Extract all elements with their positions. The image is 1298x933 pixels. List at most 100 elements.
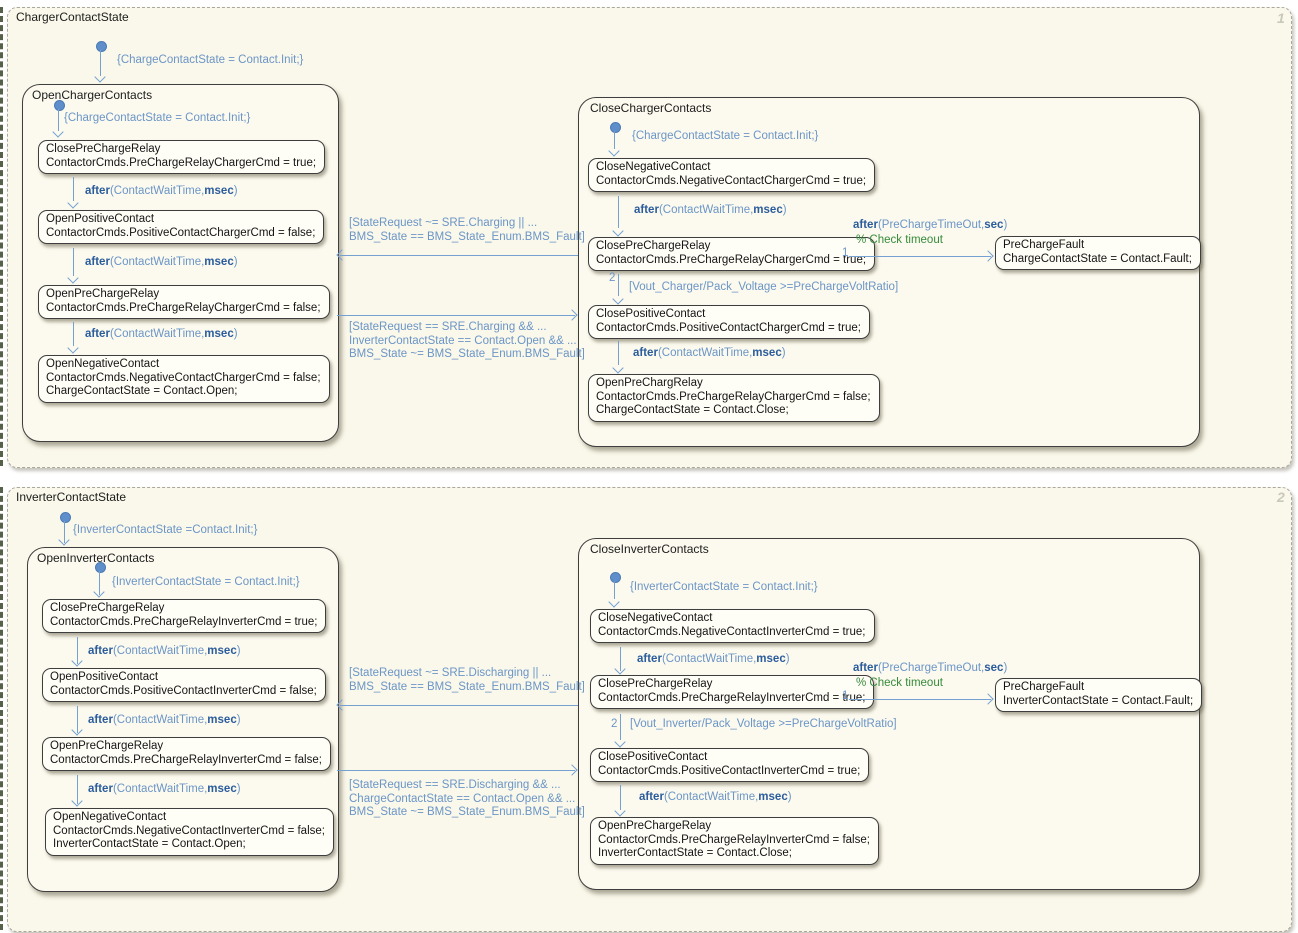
transition-line[interactable] bbox=[77, 775, 79, 804]
after-args: (ContactWaitTime, bbox=[658, 204, 754, 216]
default-transition-line[interactable] bbox=[614, 131, 616, 149]
transition-label-after[interactable]: after(ContactWaitTime,msec) bbox=[85, 256, 238, 270]
after-keyword: after bbox=[637, 653, 662, 665]
default-transition-dot[interactable] bbox=[54, 100, 65, 111]
state-precharge-fault[interactable]: PreChargeFault InverterContactState = Co… bbox=[995, 678, 1203, 712]
state-title: ClosePreChargeRelay bbox=[50, 602, 165, 614]
default-transition-action[interactable]: {InverterContactState =Contact.Init;} bbox=[73, 524, 258, 536]
default-transition-line[interactable] bbox=[614, 581, 616, 599]
subchart-title[interactable]: ChargerContactState bbox=[16, 10, 129, 24]
after-unit: msec bbox=[756, 653, 786, 665]
transition-line-to-close[interactable] bbox=[337, 315, 575, 317]
transition-condition-voltage[interactable]: [Vout_Charger/Pack_Voltage >=PreChargeVo… bbox=[629, 281, 899, 293]
state-precharge-fault[interactable]: PreChargeFault ChargeContactState = Cont… bbox=[995, 236, 1201, 270]
default-transition-action[interactable]: {InverterContactState = Contact.Init;} bbox=[112, 576, 300, 588]
transition-label-after[interactable]: after(ContactWaitTime,msec) bbox=[85, 185, 238, 199]
transition-comment[interactable]: % Check timeout bbox=[856, 677, 943, 689]
transition-line[interactable] bbox=[77, 706, 79, 733]
state-action: ContactorCmds.PreChargeRelayInverterCmd … bbox=[598, 691, 866, 704]
state-close-positive-contact[interactable]: ClosePositiveContact ContactorCmds.Posit… bbox=[590, 748, 870, 782]
transition-line-to-open[interactable] bbox=[340, 255, 578, 257]
transition-label-after[interactable]: after(ContactWaitTime,msec) bbox=[634, 204, 787, 218]
default-transition-action[interactable]: {ChargeContactState = Contact.Init;} bbox=[117, 54, 304, 66]
state-title: CloseChargerContacts bbox=[590, 101, 712, 115]
state-close-precharge-relay[interactable]: ClosePreChargeRelay ContactorCmds.PreCha… bbox=[588, 237, 876, 271]
transition-line[interactable] bbox=[73, 248, 75, 276]
after-close: ) bbox=[236, 714, 241, 726]
transition-order-number[interactable]: 1 bbox=[842, 247, 849, 259]
after-close: ) bbox=[233, 256, 238, 268]
state-open-precharge-relay[interactable]: OpenPreChargeRelay ContactorCmds.PreChar… bbox=[38, 285, 330, 319]
state-title: PreChargeFault bbox=[1003, 239, 1085, 251]
state-title: ClosePositiveContact bbox=[598, 751, 708, 763]
transition-line[interactable] bbox=[73, 322, 75, 346]
transition-comment[interactable]: % Check timeout bbox=[856, 234, 943, 246]
transition-line[interactable] bbox=[618, 341, 620, 365]
transition-line[interactable] bbox=[77, 637, 79, 664]
transition-label-after[interactable]: after(ContactWaitTime,msec) bbox=[637, 653, 790, 667]
transition-line-to-close[interactable] bbox=[337, 770, 575, 772]
transition-label-after-timeout[interactable]: after(PreChargeTimeOut,sec) bbox=[853, 662, 1007, 676]
transition-condition-voltage[interactable]: [Vout_Inverter/Pack_Voltage >=PreChargeV… bbox=[630, 718, 897, 730]
state-title: OpenPositiveContact bbox=[46, 213, 155, 225]
state-title: OpenPreChargeRelay bbox=[46, 288, 160, 300]
default-transition-dot[interactable] bbox=[95, 562, 106, 573]
state-close-precharge-relay[interactable]: ClosePreChargeRelay ContactorCmds.PreCha… bbox=[38, 140, 326, 174]
after-args: (ContactWaitTime, bbox=[661, 653, 757, 665]
default-transition-dot[interactable] bbox=[610, 572, 621, 583]
default-transition-line[interactable] bbox=[100, 50, 102, 76]
transition-condition-to-close[interactable]: [StateRequest == SRE.Charging && ... Inv… bbox=[349, 321, 585, 362]
transition-line[interactable] bbox=[849, 699, 991, 701]
transition-order-number[interactable]: 2 bbox=[611, 718, 618, 730]
default-transition-line[interactable] bbox=[64, 521, 66, 543]
transition-label-after[interactable]: after(ContactWaitTime,msec) bbox=[88, 645, 241, 659]
state-close-precharge-relay[interactable]: ClosePreChargeRelay ContactorCmds.PreCha… bbox=[42, 599, 327, 633]
transition-label-after[interactable]: after(ContactWaitTime,msec) bbox=[639, 791, 792, 805]
transition-label-after[interactable]: after(ContactWaitTime,msec) bbox=[88, 783, 241, 797]
state-action: ChargeContactState = Contact.Fault; bbox=[1003, 252, 1192, 265]
state-open-positive-contact[interactable]: OpenPositiveContact ContactorCmds.Positi… bbox=[42, 668, 326, 702]
after-keyword: after bbox=[853, 219, 878, 231]
state-title: OpenInverterContacts bbox=[37, 551, 155, 565]
transition-line[interactable] bbox=[620, 785, 622, 810]
subchart-title[interactable]: InverterContactState bbox=[16, 490, 127, 504]
transition-line[interactable] bbox=[849, 256, 991, 258]
transition-condition-to-open[interactable]: [StateRequest ~= SRE.Discharging || ... … bbox=[349, 667, 585, 694]
state-open-positive-contact[interactable]: OpenPositiveContact ContactorCmds.Positi… bbox=[38, 210, 325, 244]
state-close-negative-contact[interactable]: CloseNegativeContact ContactorCmds.Negat… bbox=[590, 609, 875, 643]
transition-line-to-open[interactable] bbox=[340, 705, 578, 707]
state-open-precharge-relay[interactable]: OpenPreChargeRelay ContactorCmds.PreChar… bbox=[590, 817, 879, 865]
transition-line[interactable] bbox=[618, 274, 620, 296]
state-close-positive-contact[interactable]: ClosePositiveContact ContactorCmds.Posit… bbox=[588, 305, 870, 339]
state-close-precharge-relay[interactable]: ClosePreChargeRelay ContactorCmds.PreCha… bbox=[590, 675, 875, 709]
after-args: (ContactWaitTime, bbox=[663, 791, 759, 803]
state-open-precharg-relay[interactable]: OpenPreChargRelay ContactorCmds.PreCharg… bbox=[588, 374, 880, 422]
transition-line[interactable] bbox=[73, 177, 75, 201]
default-transition-action[interactable]: {ChargeContactState = Contact.Init;} bbox=[64, 112, 251, 124]
default-transition-line[interactable] bbox=[58, 109, 60, 131]
condition-line: BMS_State ~= BMS_State_Enum.BMS_Fault] bbox=[349, 348, 585, 360]
default-transition-line[interactable] bbox=[99, 571, 101, 595]
transition-label-after[interactable]: after(ContactWaitTime,msec) bbox=[85, 328, 238, 342]
state-close-negative-contact[interactable]: CloseNegativeContact ContactorCmds.Negat… bbox=[588, 158, 876, 192]
transition-order-number[interactable]: 2 bbox=[609, 272, 616, 284]
transition-order-number[interactable]: 1 bbox=[842, 690, 849, 702]
default-transition-dot[interactable] bbox=[96, 41, 107, 52]
transition-label-after[interactable]: after(ContactWaitTime,msec) bbox=[88, 714, 241, 728]
transition-line[interactable] bbox=[618, 196, 620, 228]
state-title: PreChargeFault bbox=[1003, 681, 1085, 693]
state-open-negative-contact[interactable]: OpenNegativeContact ContactorCmds.Negati… bbox=[38, 355, 330, 403]
transition-condition-to-close[interactable]: [StateRequest == SRE.Discharging && ... … bbox=[349, 779, 585, 820]
transition-line[interactable] bbox=[620, 647, 622, 671]
transition-label-after[interactable]: after(ContactWaitTime,msec) bbox=[633, 347, 786, 361]
state-open-precharge-relay[interactable]: OpenPreChargeRelay ContactorCmds.PreChar… bbox=[42, 737, 331, 771]
default-transition-dot[interactable] bbox=[60, 512, 71, 523]
transition-condition-to-open[interactable]: [StateRequest ~= SRE.Charging || ... BMS… bbox=[349, 217, 585, 244]
transition-label-after-timeout[interactable]: after(PreChargeTimeOut,sec) bbox=[853, 219, 1007, 233]
state-open-negative-contact[interactable]: OpenNegativeContact ContactorCmds.Negati… bbox=[45, 808, 334, 856]
default-transition-action[interactable]: {InverterContactState = Contact.Init;} bbox=[630, 581, 818, 593]
transition-line[interactable] bbox=[620, 714, 622, 740]
default-transition-action[interactable]: {ChargeContactState = Contact.Init;} bbox=[632, 130, 819, 142]
default-transition-dot[interactable] bbox=[610, 122, 621, 133]
state-title: ClosePreChargeRelay bbox=[46, 143, 161, 155]
